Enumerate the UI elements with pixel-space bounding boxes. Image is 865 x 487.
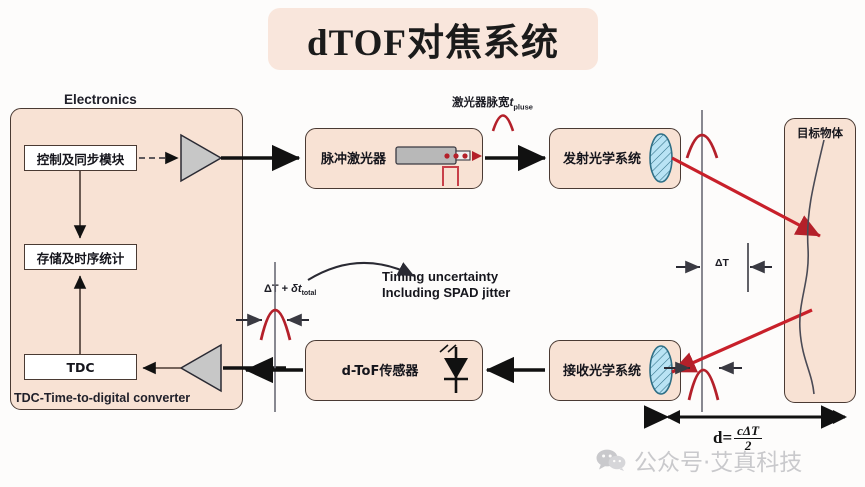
distance-formula-denominator: 2 xyxy=(744,437,752,453)
laser-pulse-width-text: 激光器脉宽 xyxy=(452,97,510,109)
timing-uncertainty-note: Timing uncertainty Including SPAD jitter xyxy=(382,269,510,301)
control-sync-block[interactable]: 控制及同步模块 xyxy=(24,145,137,171)
timing-uncertainty-line1: Timing uncertainty xyxy=(382,269,499,284)
delta-t-jitter-label: ΔT + δttotal xyxy=(264,283,316,297)
title-background xyxy=(268,8,598,70)
laser-pulse-waveform-icon xyxy=(491,114,515,132)
delta-t-jitter-subscript: total xyxy=(301,290,317,298)
sensor-pulse-waveform-icon xyxy=(259,308,292,341)
watermark-text: 公众号·艾真科技 xyxy=(634,450,803,476)
laser-pulse-width-symbol: t xyxy=(509,97,514,109)
rx-optics-label: 接收光学系统 xyxy=(562,363,641,379)
delta-t-label: ΔT xyxy=(715,257,729,269)
delta-t-jitter-main: ΔT + xyxy=(264,283,292,295)
tdc-caption: TDC-Time-to-digital converter xyxy=(14,391,191,405)
storage-timing-block[interactable]: 存储及时序统计 xyxy=(24,244,137,270)
electronics-label: Electronics xyxy=(64,92,137,107)
distance-formula-numerator: cΔT xyxy=(734,424,763,439)
laser-pulse-width-label: 激光器脉宽tpluse xyxy=(452,94,533,111)
dtof-sensor-label: d-ToF传感器 xyxy=(341,363,419,379)
wechat-icon xyxy=(596,449,626,471)
page-title: dTOF对焦系统 xyxy=(307,23,559,64)
pulsed-laser-label: 脉冲激光器 xyxy=(320,151,386,167)
watermark: 公众号·艾真科技 xyxy=(596,443,802,477)
laser-pulse-width-subscript: pluse xyxy=(513,102,533,112)
tx-pulse-waveform-icon xyxy=(685,133,719,159)
distance-formula-lhs: d= xyxy=(713,428,733,448)
timing-uncertainty-line2: Including SPAD jitter xyxy=(382,285,511,300)
target-object-block xyxy=(784,118,856,403)
delta-t-jitter-symbol: δt xyxy=(291,283,302,295)
rx-pulse-waveform-icon xyxy=(687,368,720,401)
tx-optics-label: 发射光学系统 xyxy=(562,151,641,167)
tdc-block[interactable]: TDC xyxy=(24,354,137,380)
target-object-label: 目标物体 xyxy=(797,126,843,140)
